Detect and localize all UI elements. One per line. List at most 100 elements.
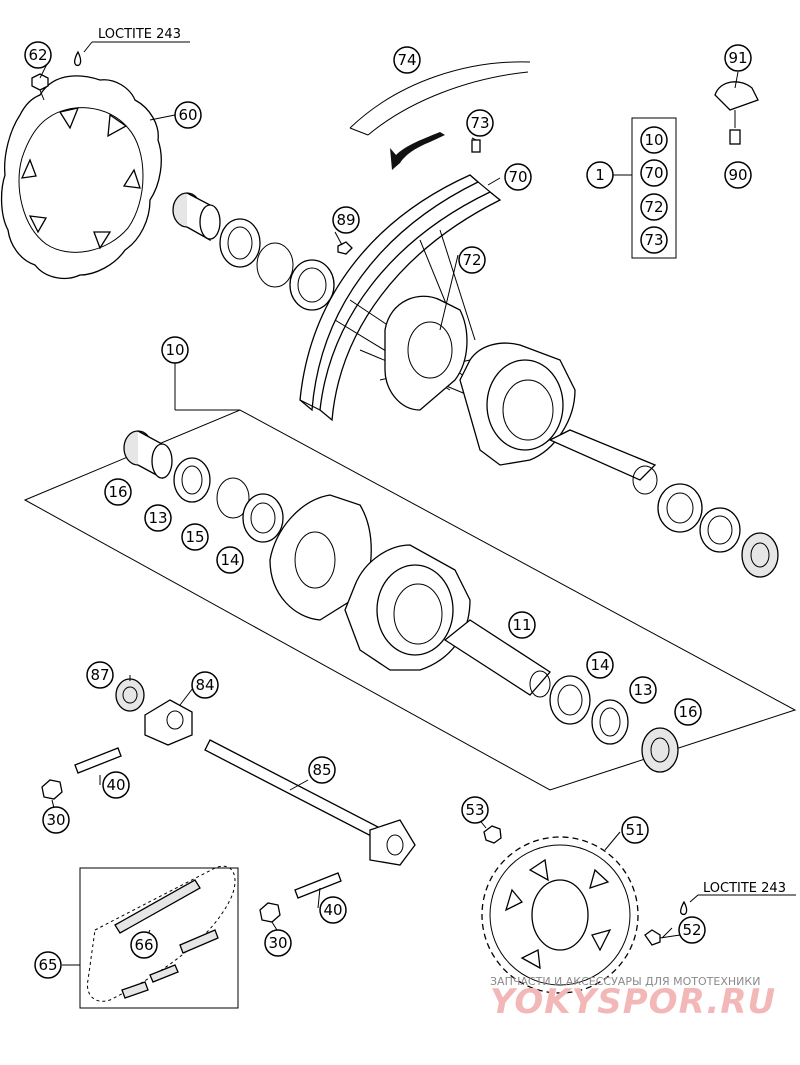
rim — [299, 174, 502, 422]
callout-16a: 16 — [104, 478, 132, 506]
upper-seal — [219, 218, 261, 268]
callout-74: 74 — [393, 46, 421, 74]
kit-callout-73: 73 — [640, 226, 668, 254]
chain-loop — [86, 865, 236, 1002]
chain-kit-box — [79, 867, 239, 1009]
hub-seal-left — [173, 457, 211, 503]
callout-13b: 13 — [629, 676, 657, 704]
rear-sprocket — [481, 836, 639, 994]
kit-box — [631, 117, 677, 259]
callout-30a: 30 — [42, 806, 70, 834]
hub-sleeve — [443, 619, 551, 698]
svg-text:70: 70 — [644, 164, 663, 182]
callout-84: 84 — [191, 671, 219, 699]
svg-text:62: 62 — [28, 46, 47, 64]
loctite-label-bottom: LOCTITE 243 — [703, 881, 786, 896]
callout-30b: 30 — [264, 929, 292, 957]
tire-rim-strip — [349, 61, 531, 136]
valve-stem — [729, 129, 741, 145]
hub-kit-outline — [23, 409, 797, 791]
leader-lines — [39, 57, 739, 966]
callout-16b: 16 — [674, 698, 702, 726]
hub-circlip — [216, 477, 250, 519]
hub-bearing-right — [549, 675, 591, 725]
callout-11: 11 — [508, 611, 536, 639]
svg-text:13: 13 — [633, 681, 652, 699]
disc-bolt — [31, 73, 49, 101]
loctite-drop-icon — [73, 50, 82, 67]
svg-text:73: 73 — [470, 114, 489, 132]
svg-text:14: 14 — [220, 551, 239, 569]
nut-right — [259, 902, 281, 923]
callout-66: 66 — [130, 931, 158, 959]
callout-89: 89 — [332, 206, 360, 234]
kit-callout-72: 72 — [640, 193, 668, 221]
svg-text:66: 66 — [134, 936, 153, 954]
svg-text:91: 91 — [728, 49, 747, 67]
loctite-drop-bottom-icon — [679, 900, 688, 916]
callout-65: 65 — [34, 951, 62, 979]
hub-body — [269, 494, 471, 671]
callout-73: 73 — [466, 109, 494, 137]
svg-text:10: 10 — [644, 131, 663, 149]
callout-53: 53 — [461, 796, 489, 824]
kit-callout-10: 10 — [640, 126, 668, 154]
adjuster-bolt-left — [74, 747, 122, 774]
svg-text:73: 73 — [644, 231, 663, 249]
svg-text:52: 52 — [682, 921, 701, 939]
callout-14b: 14 — [586, 651, 614, 679]
callout-14a: 14 — [216, 546, 244, 574]
hub-spacer-right — [641, 727, 679, 773]
hub-seal-right — [591, 699, 629, 745]
callout-13a: 13 — [144, 504, 172, 532]
callout-51: 51 — [621, 816, 649, 844]
callout-70: 70 — [504, 163, 532, 191]
rim-nipple — [337, 241, 353, 255]
callout-10: 10 — [161, 336, 189, 364]
svg-text:89: 89 — [336, 211, 355, 229]
svg-text:30: 30 — [268, 934, 287, 952]
svg-text:1: 1 — [595, 166, 605, 184]
svg-text:60: 60 — [178, 106, 197, 124]
assembled-hub — [384, 295, 779, 578]
callout-85: 85 — [308, 756, 336, 784]
callout-62: 62 — [24, 41, 52, 69]
svg-text:85: 85 — [312, 761, 331, 779]
svg-text:72: 72 — [462, 251, 481, 269]
svg-text:53: 53 — [465, 801, 484, 819]
svg-text:74: 74 — [397, 51, 416, 69]
callout-72: 72 — [458, 246, 486, 274]
callout-40a: 40 — [102, 771, 130, 799]
svg-text:14: 14 — [590, 656, 609, 674]
hub-bearing-left — [242, 493, 284, 543]
sprocket-bolt — [644, 929, 681, 946]
nut-left — [41, 779, 63, 800]
svg-text:40: 40 — [106, 776, 125, 794]
axle — [204, 739, 416, 866]
sprocket-nut — [483, 825, 502, 844]
tire-valve-cap — [714, 81, 759, 128]
svg-text:87: 87 — [90, 666, 109, 684]
svg-text:11: 11 — [512, 616, 531, 634]
svg-text:16: 16 — [108, 483, 127, 501]
watermark-brand: YOKYSPOR.RU — [490, 982, 776, 1022]
chain-adjuster-left — [144, 699, 193, 746]
axle-spacer — [115, 678, 145, 712]
svg-text:70: 70 — [508, 168, 527, 186]
hub-spacer-left — [123, 430, 173, 480]
callout-87: 87 — [86, 661, 114, 689]
loctite-label-top: LOCTITE 243 — [98, 27, 181, 42]
svg-text:84: 84 — [195, 676, 214, 694]
svg-text:90: 90 — [728, 166, 747, 184]
kit-callout-70: 70 — [640, 159, 668, 187]
callout-40b: 40 — [319, 896, 347, 924]
callout-90: 90 — [724, 161, 752, 189]
upper-circlip — [256, 242, 294, 288]
upper-spacer — [172, 192, 221, 242]
svg-text:16: 16 — [678, 703, 697, 721]
callout-1: 1 — [586, 161, 614, 189]
svg-text:65: 65 — [38, 956, 57, 974]
watermark-tagline: ЗАПЧАСТИ И АКСЕССУАРЫ ДЛЯ МОТОТЕХНИКИ — [490, 975, 760, 988]
svg-text:51: 51 — [625, 821, 644, 839]
